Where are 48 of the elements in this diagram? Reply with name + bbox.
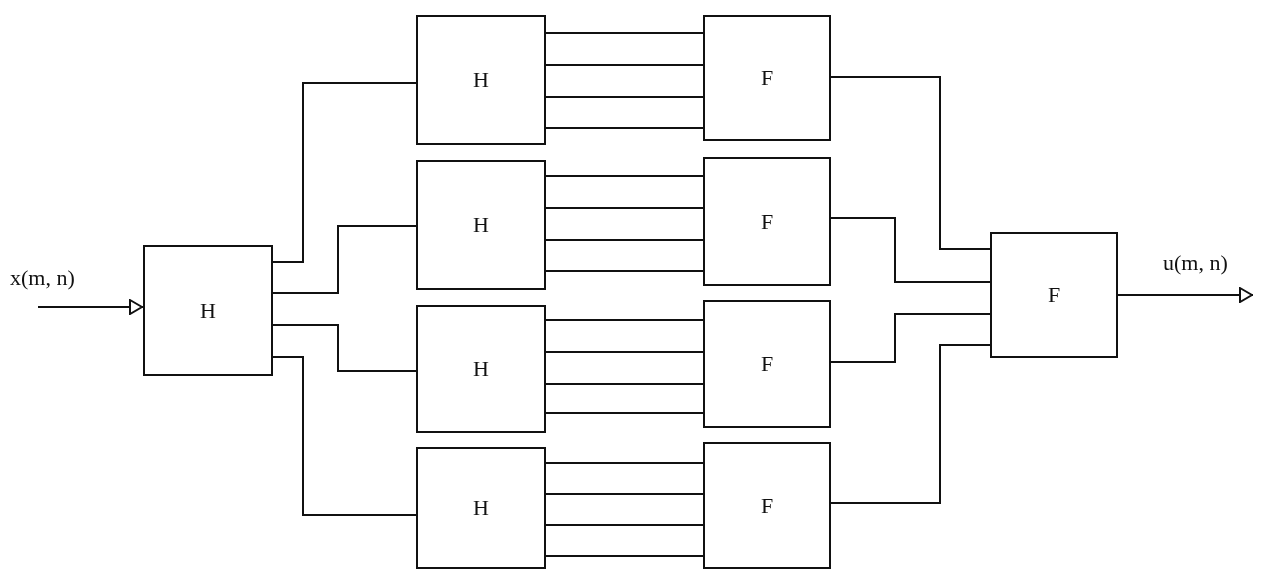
connector-line	[830, 313, 991, 363]
connector-line	[545, 319, 704, 321]
block-label: F	[760, 351, 774, 377]
connector-line	[830, 344, 991, 504]
block-box	[990, 232, 1118, 358]
connector-line	[272, 82, 417, 263]
connector-line	[545, 383, 704, 385]
connector-line	[272, 324, 417, 372]
connector-line	[545, 270, 704, 272]
connector-line	[545, 207, 704, 209]
block-label: F	[760, 65, 774, 91]
connector-line	[545, 64, 704, 66]
connector-line	[545, 555, 704, 557]
connector-line	[545, 351, 704, 353]
connector-line	[545, 239, 704, 241]
arrow	[1117, 287, 1254, 303]
block-box	[416, 15, 546, 145]
connector-line	[545, 32, 704, 34]
block-label: H	[473, 495, 489, 521]
connector-line	[545, 412, 704, 414]
block-box	[703, 157, 831, 286]
block-box	[416, 305, 546, 433]
connector-line	[545, 462, 704, 464]
connector-line	[830, 217, 991, 283]
connector-line	[545, 175, 704, 177]
block-box	[143, 245, 273, 376]
connector-line	[545, 96, 704, 98]
block-box	[703, 442, 831, 569]
connector-line	[545, 493, 704, 495]
connector-line	[545, 127, 704, 129]
connector-line	[545, 524, 704, 526]
connector-line	[272, 356, 417, 516]
block-box	[703, 300, 831, 428]
block-box	[416, 447, 546, 569]
block-box	[416, 160, 546, 290]
signal-label: u(m, n)	[1163, 250, 1228, 276]
block-box	[703, 15, 831, 141]
block-label: F	[1047, 282, 1061, 308]
connector-line	[272, 225, 417, 294]
block-label: F	[760, 492, 774, 519]
block-label: H	[200, 297, 216, 324]
block-label: H	[473, 67, 489, 93]
block-label: F	[760, 208, 774, 235]
block-label: H	[473, 356, 489, 382]
arrow	[37, 299, 144, 315]
block-label: H	[473, 212, 489, 238]
signal-label: x(m, n)	[10, 265, 75, 291]
connector-line	[830, 76, 991, 250]
